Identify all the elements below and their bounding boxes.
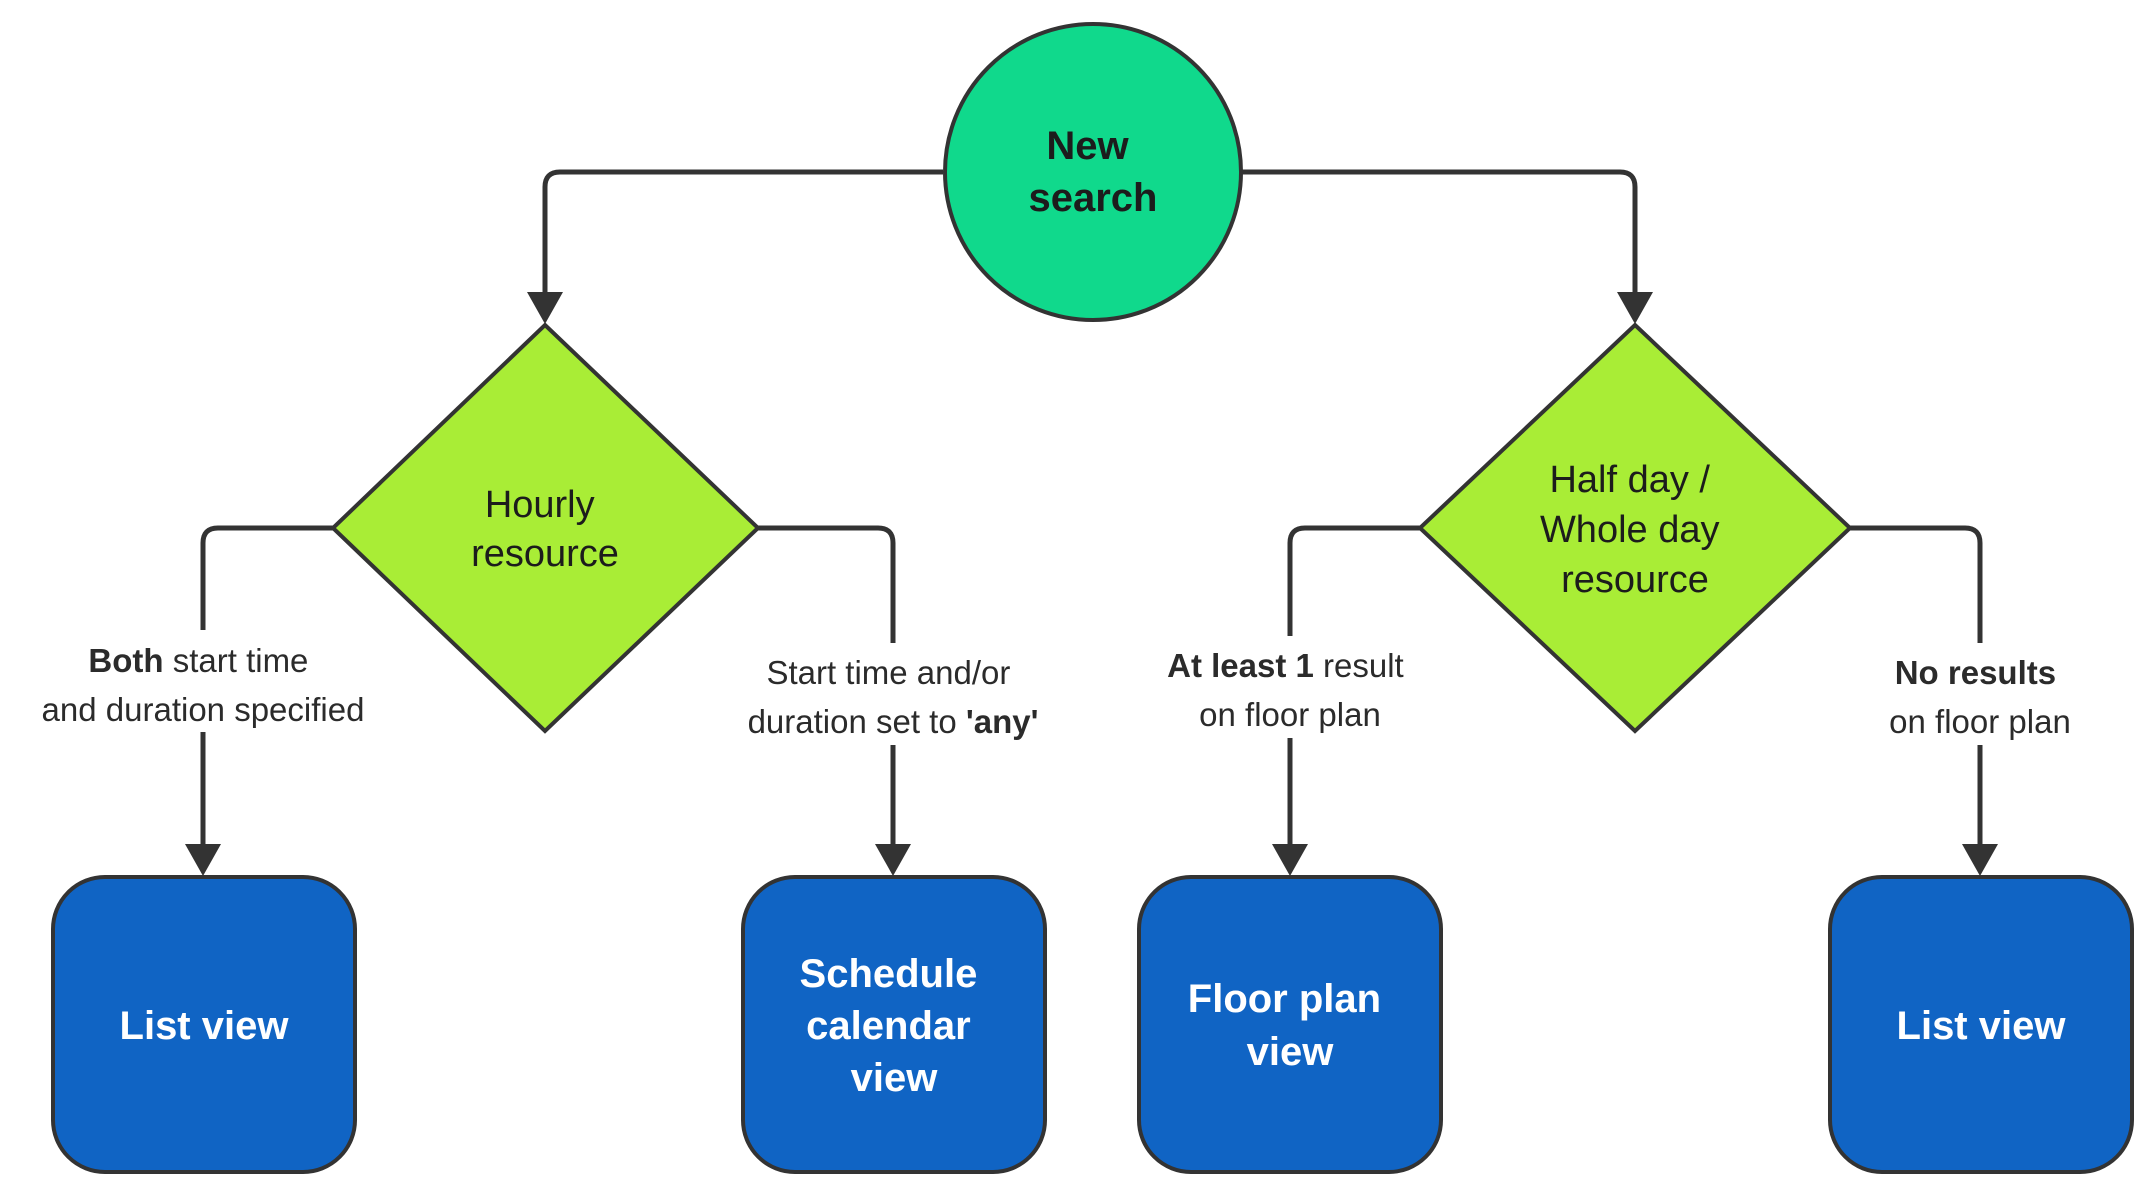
connector-halfday-to-list-view xyxy=(1850,525,1983,852)
arrowhead-list-view-2 xyxy=(1962,844,1998,876)
outcome-list-view-hourly-label: List view xyxy=(120,1004,290,1048)
edge-label-no-results: No results on floor plan xyxy=(1889,654,2071,740)
decision-hourly-resource xyxy=(330,322,761,734)
edge-label-bg xyxy=(10,630,400,732)
outcome-schedule-calendar-view xyxy=(741,875,1047,1174)
arrowhead-hourly xyxy=(527,292,563,324)
arrowhead-halfday xyxy=(1617,292,1653,324)
outcome-list-view-hourly xyxy=(51,875,357,1174)
decision-hourly-label: Hourly resource xyxy=(471,484,619,575)
edge-label-bg xyxy=(1140,636,1440,738)
edge-label-bg xyxy=(715,643,1075,745)
start-node-label: New search xyxy=(1029,124,1158,220)
connector-start-to-hourly xyxy=(542,169,943,300)
connector-halfday-to-floor-plan xyxy=(1287,525,1420,852)
outcome-list-view-halfday xyxy=(1828,875,2134,1174)
edge-label-both-specified: Both start time and duration specified xyxy=(42,642,365,728)
start-node-new-search xyxy=(943,22,1243,322)
arrowhead-list-view-1 xyxy=(185,844,221,876)
arrowhead-schedule xyxy=(875,844,911,876)
connector-start-to-halfday xyxy=(1241,169,1638,300)
arrowhead-floor-plan xyxy=(1272,844,1308,876)
outcome-list-view-halfday-label: List view xyxy=(1897,1004,2067,1048)
connector-hourly-to-list-view xyxy=(200,525,333,852)
outcome-floor-plan-view-label: Floor plan view xyxy=(1188,977,1392,1074)
edge-label-any-set: Start time and/or duration set to 'any' xyxy=(748,654,1039,740)
connector-hourly-to-schedule xyxy=(758,525,896,852)
edge-label-bg xyxy=(1860,643,2100,745)
decision-halfday-label: Half day / Whole day resource xyxy=(1540,459,1730,601)
outcome-schedule-calendar-view-label: Schedule calendar view xyxy=(800,952,989,1100)
edge-label-at-least-one: At least 1 result on floor plan xyxy=(1167,647,1413,733)
decision-halfday-wholeday-resource xyxy=(1417,322,1853,734)
outcome-floor-plan-view xyxy=(1137,875,1443,1174)
